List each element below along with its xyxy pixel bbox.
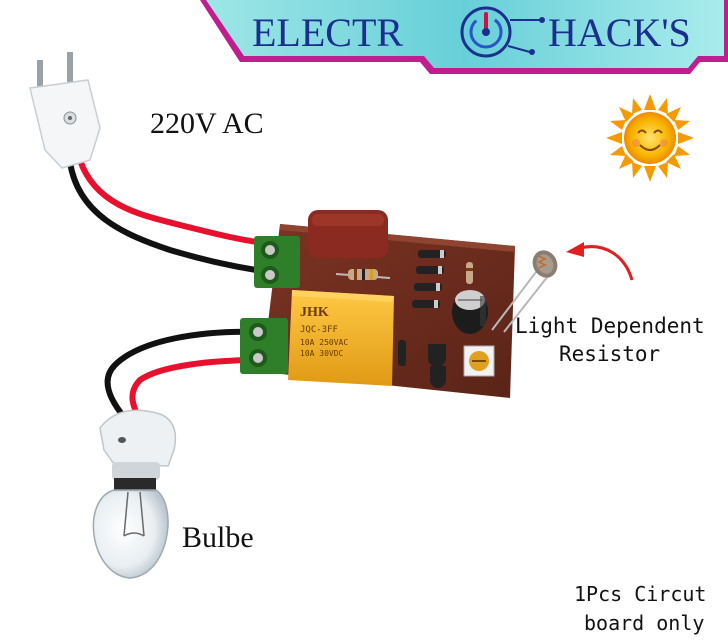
relay-rating-2: 10A 30VDC <box>300 349 344 358</box>
banner-right-text: HACK'S <box>548 10 691 55</box>
bulb-label: Bulbe <box>182 521 254 554</box>
bulb-icon <box>92 409 177 579</box>
relay-brand: JHK <box>300 305 329 320</box>
terminal-block-input <box>254 236 300 288</box>
film-capacitor <box>308 210 388 258</box>
resistor <box>335 269 391 280</box>
small-resistor <box>466 262 473 284</box>
relay: JHK JQC-3FF 10A 250VAC 10A 30VDC <box>288 290 394 386</box>
arrow-icon <box>566 242 634 281</box>
transistors <box>428 344 446 388</box>
note-line2: board only <box>584 611 704 635</box>
ldr-icon <box>491 250 558 333</box>
note-line1: 1Pcs Circut <box>574 582 706 606</box>
diodes <box>398 250 446 366</box>
power-label: 220V AC <box>150 107 264 140</box>
banner-left-text: ELECTR <box>252 10 403 55</box>
ldr-label-line2: Resistor <box>559 342 660 366</box>
sun-icon <box>606 94 694 182</box>
relay-model: JQC-3FF <box>300 325 338 335</box>
circuit-power-logo-icon <box>460 6 545 58</box>
plug-icon <box>29 52 101 169</box>
potentiometer <box>463 345 495 377</box>
relay-rating-1: 10A 250VAC <box>300 338 348 347</box>
electrolytic-capacitor <box>452 290 488 334</box>
ldr-label-line1: Light Dependent <box>515 314 705 338</box>
output-wires <box>104 328 265 423</box>
terminal-block-output <box>240 318 288 374</box>
input-wires <box>67 157 273 275</box>
